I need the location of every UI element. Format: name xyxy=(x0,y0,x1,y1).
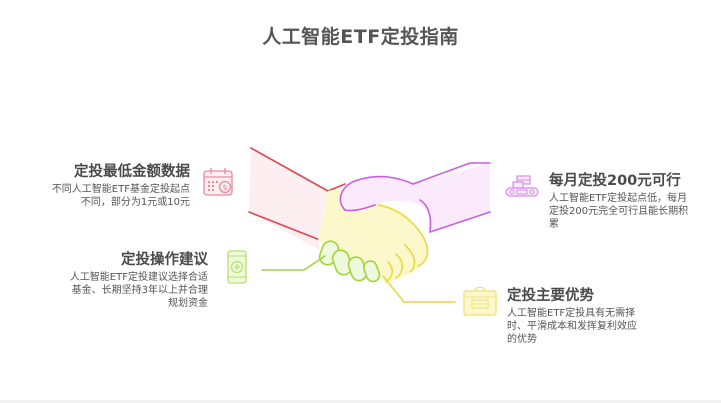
operation-advice-heading: 定投操作建议 xyxy=(121,252,208,268)
monthly-200-description: 人工智能ETF定投起点低，每月 定投200元完全可行且能长期积 累 xyxy=(549,193,689,230)
calendar-dollar-icon: $ xyxy=(203,168,233,196)
green-fingers xyxy=(261,240,381,283)
operation-advice-block: 定投操作建议 人工智能ETF定投建议选择合适 基金、长期坚持3年以上并合理 规划… xyxy=(20,251,208,310)
min-amount-heading: 定投最低金额数据 xyxy=(74,164,190,180)
purple-sleeve-arm xyxy=(339,162,491,233)
main-advantages-block: 定投主要优势 人工智能ETF定投具有无需择 时、平滑成本和发挥复利效应 的优势 xyxy=(507,287,677,346)
min-amount-description: 不同人工智能ETF基金定投起点 不同，部分为1元或10元 xyxy=(51,184,190,208)
page-title: 人工智能ETF定投指南 xyxy=(262,26,459,48)
mobile-plus-icon xyxy=(227,250,247,284)
operation-advice-description: 人工智能ETF定投建议选择合适 基金、长期坚持3年以上并合理 规划资金 xyxy=(69,272,208,309)
monthly-200-block: 每月定投200元可行 人工智能ETF定投起点低，每月 定投200元完全可行且能长… xyxy=(549,172,719,231)
main-advantages-description: 人工智能ETF定投具有无需择 时、平滑成本和发挥复利效应 的优势 xyxy=(507,308,637,345)
money-conveyor-icon xyxy=(505,175,539,197)
briefcase-icon xyxy=(463,286,497,316)
svg-text:$: $ xyxy=(222,183,227,192)
bottom-divider xyxy=(0,400,721,403)
monthly-200-heading: 每月定投200元可行 xyxy=(549,173,681,189)
min-amount-block: 定投最低金额数据 不同人工智能ETF基金定投起点 不同，部分为1元或10元 xyxy=(20,163,190,209)
main-advantages-heading: 定投主要优势 xyxy=(507,288,594,304)
yellow-hand xyxy=(318,189,456,303)
